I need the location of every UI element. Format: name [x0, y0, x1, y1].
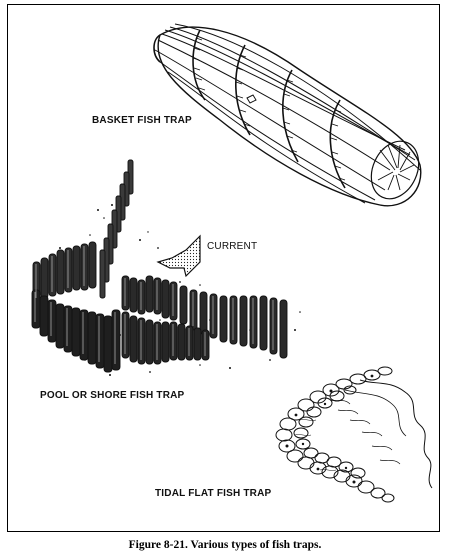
current-arrow-icon [156, 234, 201, 278]
figure-caption: Figure 8-21. Various types of fish traps… [128, 539, 322, 551]
basket-fish-trap-drawing [153, 23, 422, 207]
pool-shore-fish-trap-label: POOL OR SHORE FISH TRAP [40, 390, 185, 401]
pool-shore-fish-trap-drawing [31, 159, 301, 376]
tidal-flat-fish-trap-label: TIDAL FLAT FISH TRAP [155, 488, 272, 499]
current-label: CURRENT [207, 241, 258, 252]
basket-fish-trap-label: BASKET FISH TRAP [92, 115, 192, 126]
tidal-flat-fish-trap-drawing [275, 366, 433, 503]
